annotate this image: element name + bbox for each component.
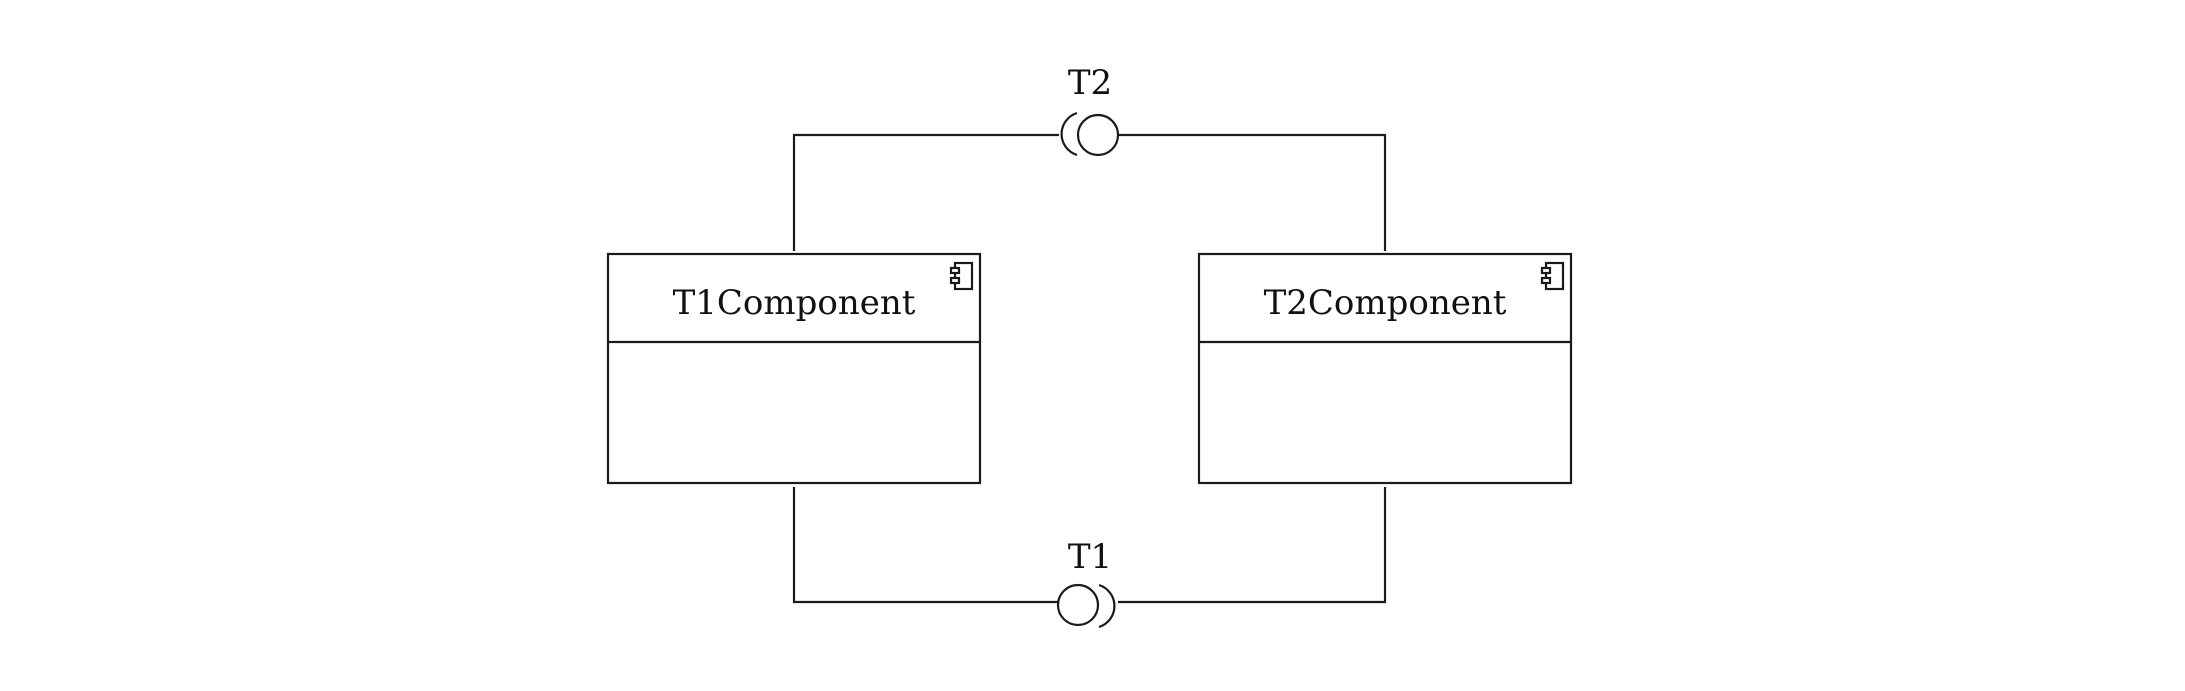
interface-connector-top: T2	[792, 63, 1387, 251]
interface-label-top: T2	[1068, 63, 1112, 103]
component-box	[1197, 252, 1573, 485]
interface-label-bottom: T1	[1068, 537, 1112, 577]
socket-top	[1060, 111, 1078, 157]
component-box	[606, 252, 982, 485]
ball-top	[1076, 113, 1120, 157]
uml-component-icon	[1540, 261, 1565, 291]
component-t1: T1Component	[606, 252, 982, 485]
component-name: T1Component	[673, 283, 916, 323]
connector-line-bottom-right	[1118, 487, 1387, 604]
interface-connector-bottom: T1	[792, 487, 1387, 629]
connector-line-top-right	[1118, 133, 1387, 251]
component-t2: T2Component	[1197, 252, 1573, 485]
socket-bottom	[1098, 583, 1116, 629]
connector-line-bottom-left	[792, 487, 1058, 604]
connector-line-top-left	[792, 133, 1059, 251]
component-name: T2Component	[1264, 283, 1507, 323]
uml-component-icon	[949, 261, 974, 291]
ball-bottom	[1056, 583, 1100, 627]
